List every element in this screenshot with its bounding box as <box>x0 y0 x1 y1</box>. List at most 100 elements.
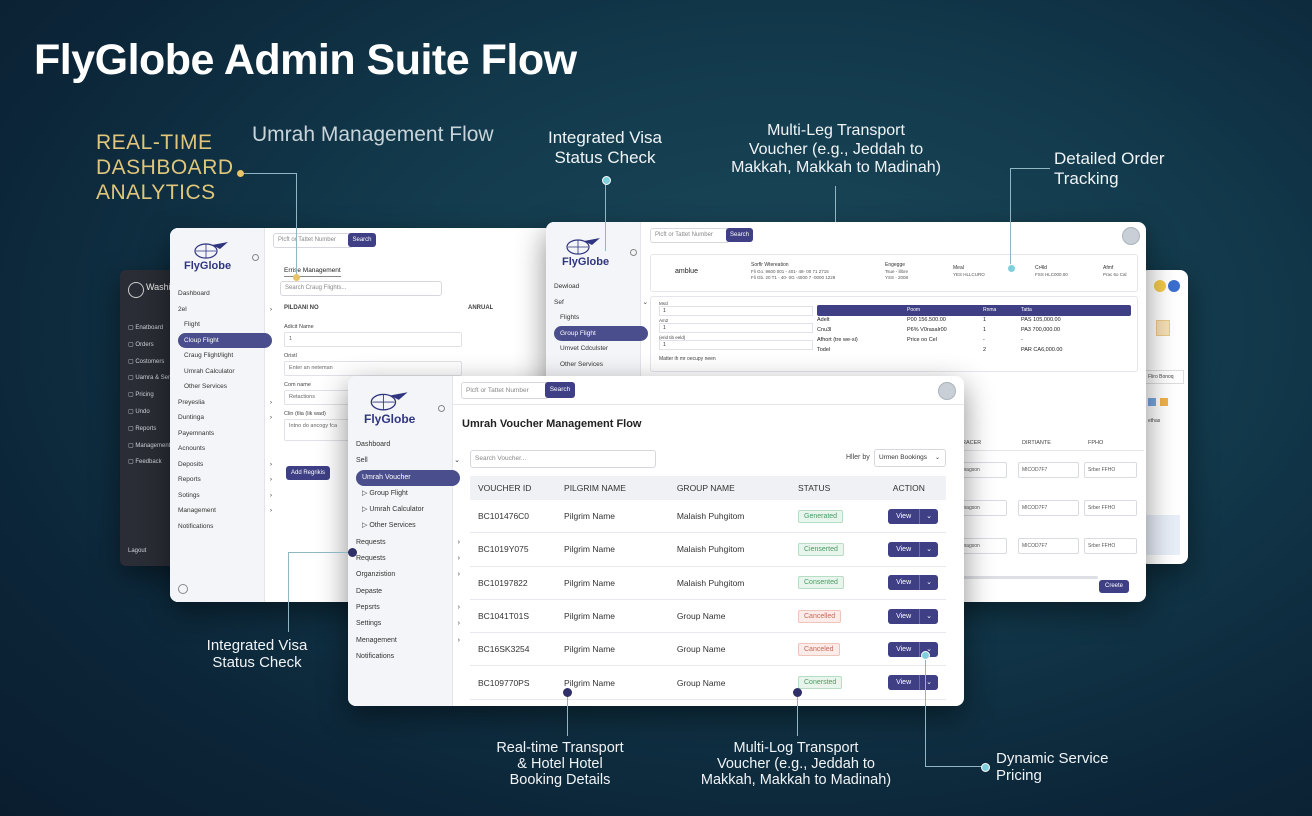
sidebar-item[interactable]: ▷ Other Services <box>356 518 460 534</box>
sidebar-item[interactable]: Sell⌄ <box>356 453 460 469</box>
back-nav-item[interactable]: ▢ Undo <box>128 408 150 415</box>
grid-cell-input[interactable]: Srber FFHO <box>1084 462 1137 478</box>
sidebar-item[interactable]: Settings› <box>356 616 460 632</box>
chevron-down-icon[interactable]: ⌄ <box>919 641 938 657</box>
booking-filter-select[interactable]: Urmen Bookings ⌄ <box>874 449 946 467</box>
create-button[interactable]: Creete <box>1099 580 1129 593</box>
back-nav-item[interactable]: ▢ Feedback <box>128 459 162 466</box>
sidebar-item[interactable]: Dashboard <box>178 286 272 302</box>
view-button[interactable]: View⌄ <box>888 608 938 624</box>
view-button[interactable]: View⌄ <box>888 541 938 557</box>
grid-cell-input[interactable]: magson <box>958 462 1007 478</box>
chevron-down-icon[interactable]: ⌄ <box>919 675 938 691</box>
grid-cell-input[interactable]: MICOD7F7 <box>1018 538 1079 554</box>
top-search-input[interactable]: Plcft or Tattet Number <box>650 228 730 243</box>
sidebar-item[interactable]: Payemnants <box>178 426 272 442</box>
sidebar-item[interactable]: Acnounts <box>178 441 272 457</box>
top-search-button[interactable]: Search <box>545 382 575 398</box>
voucher-search-input[interactable]: Search Voucher... <box>470 450 656 468</box>
back-nav-item[interactable]: ▢ Enatboard <box>128 325 164 331</box>
sidebar-item[interactable]: Duntinga› <box>178 410 272 426</box>
pax-input[interactable]: 1 <box>659 323 813 333</box>
back-nav-item[interactable]: ▢ Management <box>128 442 171 449</box>
top-search-input[interactable]: Plcft or Tattet Number <box>461 382 549 399</box>
grid-cell-input[interactable]: magson <box>958 500 1007 516</box>
chevron-down-icon[interactable]: ⌄ <box>919 575 938 591</box>
top-search-input[interactable]: Plcft or Tattet Number <box>273 233 353 248</box>
sidebar-item[interactable]: Menagement› <box>356 633 460 649</box>
radio-icon[interactable] <box>630 249 637 256</box>
sidebar-item[interactable]: Group Flight <box>554 325 648 341</box>
horizontal-scrollbar[interactable] <box>958 576 1098 579</box>
back-nav-item[interactable]: ▢ Pricing <box>128 392 154 399</box>
callout-multi-leg-top: Multi-Leg Transport Voucher (e.g., Jedda… <box>731 122 941 176</box>
pax-label: (erid tib eeld) <box>659 335 686 340</box>
back-nav-item[interactable]: ▢ Uamra & Ser <box>128 375 171 382</box>
sidebar-item[interactable]: Craug Flight/light <box>178 348 272 364</box>
back-nav-item[interactable]: ▢ Costomers <box>128 358 165 365</box>
sidebar-item[interactable]: ▷ Group Flight <box>356 486 460 502</box>
chevron-down-icon[interactable]: ⌄ <box>919 608 938 624</box>
grid-row: magson MICOD7F7 Srber FFHO <box>958 527 1144 565</box>
sidebar-item[interactable]: Notifications <box>356 649 460 665</box>
sidebar-item[interactable]: Preyeslia› <box>178 395 272 411</box>
chevron-down-icon[interactable]: ⌄ <box>919 508 938 524</box>
sidebar-item[interactable]: Umvet Cdculster <box>554 341 648 357</box>
field-input[interactable]: 1 <box>284 332 462 347</box>
sidebar-item-label: Cloup Flight <box>184 336 219 344</box>
top-search-button[interactable]: Search <box>726 228 753 242</box>
user-avatar[interactable] <box>938 382 956 400</box>
view-button[interactable]: View⌄ <box>888 641 938 657</box>
sidebar-item[interactable]: Other Services <box>178 379 272 395</box>
sidebar-item[interactable]: Flight <box>178 317 272 333</box>
sidebar-item[interactable]: Umrah Voucher <box>356 469 460 486</box>
sidebar-item[interactable]: Other Services <box>554 357 648 373</box>
logout-link[interactable]: Lagout <box>128 548 147 554</box>
pax-input[interactable]: 1 <box>659 340 813 350</box>
sidebar-item[interactable]: Dewload <box>554 279 648 295</box>
profile-icon[interactable] <box>1168 280 1180 292</box>
back-nav-item[interactable]: ▢ Reports <box>128 425 157 432</box>
add-button[interactable]: Add Regrikis <box>286 466 330 480</box>
grid-cell-input[interactable]: MICOD7F7 <box>1018 500 1079 516</box>
pax-input[interactable]: 1 <box>659 306 813 316</box>
back-nav-item[interactable]: ▢ Orders <box>128 341 154 348</box>
sidebar-item[interactable]: Management› <box>178 503 272 519</box>
sidebar-item[interactable]: Deposits› <box>178 457 272 473</box>
settings-icon[interactable] <box>178 584 188 594</box>
section-search-input[interactable]: Search Craug Flights... <box>280 281 442 296</box>
sidebar-item[interactable]: Depaste <box>356 584 460 600</box>
chevron-down-icon[interactable]: ⌄ <box>919 541 938 557</box>
radio-icon[interactable] <box>252 254 259 261</box>
view-button[interactable]: View⌄ <box>888 575 938 591</box>
sidebar-item[interactable]: Pepsrts› <box>356 600 460 616</box>
user-avatar[interactable] <box>1122 227 1140 245</box>
sidebar-item[interactable]: Dashboard <box>356 437 460 453</box>
grid-cell-input[interactable]: Srber FFHO <box>1084 538 1137 554</box>
view-button[interactable]: View⌄ <box>888 675 938 691</box>
radio-icon[interactable] <box>438 405 445 412</box>
field-input[interactable]: Enter an neteman <box>284 361 462 376</box>
sidebar-item[interactable]: Sotings› <box>178 488 272 504</box>
notification-icon[interactable] <box>1154 280 1166 292</box>
sidebar-item[interactable]: ▷ Umrah Calculator <box>356 502 460 518</box>
sidebar-item[interactable]: Requests› <box>356 551 460 567</box>
airline-brand: amblue <box>675 268 698 275</box>
sidebar-item[interactable]: Umrah Calculator <box>178 364 272 380</box>
view-button[interactable]: View⌄ <box>888 508 938 524</box>
sidebar-item[interactable]: 2el› <box>178 302 272 318</box>
sidebar-item[interactable]: Reports› <box>178 472 272 488</box>
grid-cell-input[interactable]: magson <box>958 538 1007 554</box>
grid-cell-input[interactable]: MICOD7F7 <box>1018 462 1079 478</box>
top-search-button[interactable]: Search <box>348 233 376 247</box>
grid-cell-input[interactable]: Srber FFHO <box>1084 500 1137 516</box>
sidebar-item[interactable]: Notifications <box>178 519 272 535</box>
sidebar-item[interactable]: Organzistion› <box>356 567 460 583</box>
leader-line <box>1010 168 1050 169</box>
sidebar-item[interactable]: Cloup Flight <box>178 332 272 348</box>
info-title: Sorflr Wtereation <box>751 262 789 268</box>
sidebar-item[interactable]: Flights <box>554 310 648 326</box>
sidebar-item[interactable]: Requests› <box>356 535 460 551</box>
sidebar-item[interactable]: Sef⌄ <box>554 295 648 311</box>
